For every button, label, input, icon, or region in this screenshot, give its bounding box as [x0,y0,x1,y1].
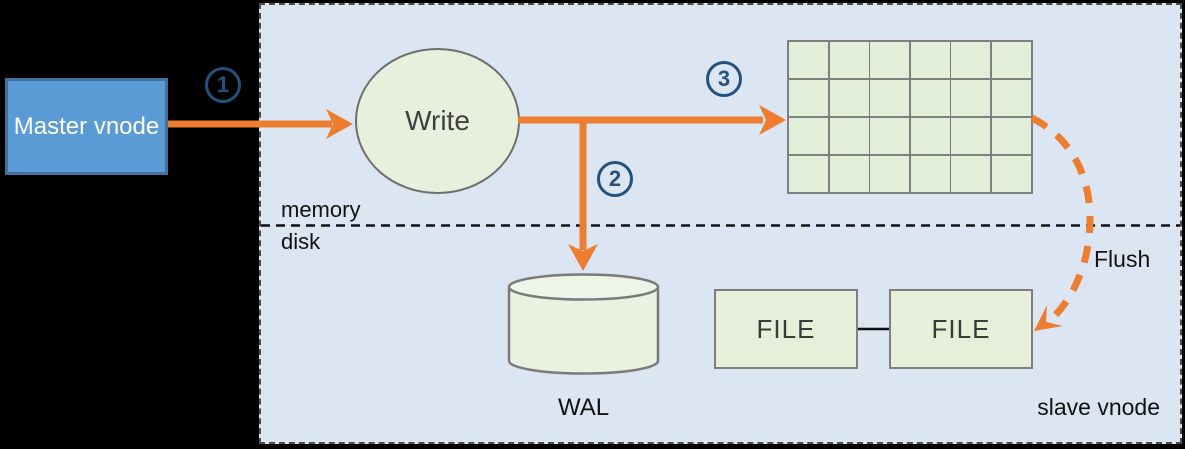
mem-table-cell [951,117,991,155]
mem-table-cell [991,117,1031,155]
mem-table-cell [829,42,869,79]
mem-table-cell [991,155,1031,192]
mem-table-cell [910,155,950,192]
mem-table-cell [870,79,910,117]
mem-table-cell [910,79,950,117]
mem-table-cell [829,79,869,117]
step-2-badge: 2 [597,161,633,197]
slave-vnode-label: slave vnode [1037,394,1160,420]
mem-table-cell [789,155,829,192]
mem-table-cell [870,155,910,192]
master-vnode-label: Master vnode [13,112,160,140]
mem-table-cell [829,155,869,192]
mem-table-cell [951,79,991,117]
mem-table-cell [991,42,1031,79]
mem-table-cell [951,155,991,192]
memory-label: memory [281,197,361,222]
mem-table-cell [829,117,869,155]
mem-table-cell [910,42,950,79]
write-node: Write [355,48,520,194]
disk-label: disk [281,229,321,254]
step-2-number: 2 [608,166,622,191]
step-1-badge: 1 [205,67,241,103]
file-box-2: FILE [889,289,1033,369]
mem-table-cell [951,42,991,79]
file-label: FILE [756,313,816,344]
mem-table [787,40,1033,194]
wal-label: WAL [557,394,610,421]
master-vnode-box: Master vnode [5,78,168,175]
mem-table-cell [789,79,829,117]
step-3-number: 3 [717,66,731,91]
mem-table-cell [789,117,829,155]
file-label: FILE [931,313,991,344]
flush-label: Flush [1094,246,1151,272]
mem-table-cell [870,42,910,79]
step-3-badge: 3 [706,61,742,97]
write-label: Write [405,105,470,136]
file-box-1: FILE [714,289,858,369]
mem-table-cell [910,117,950,155]
mem-table-cell [991,79,1031,117]
step-1-number: 1 [216,72,230,97]
mem-table-cell [870,117,910,155]
mem-table-cell [789,42,829,79]
